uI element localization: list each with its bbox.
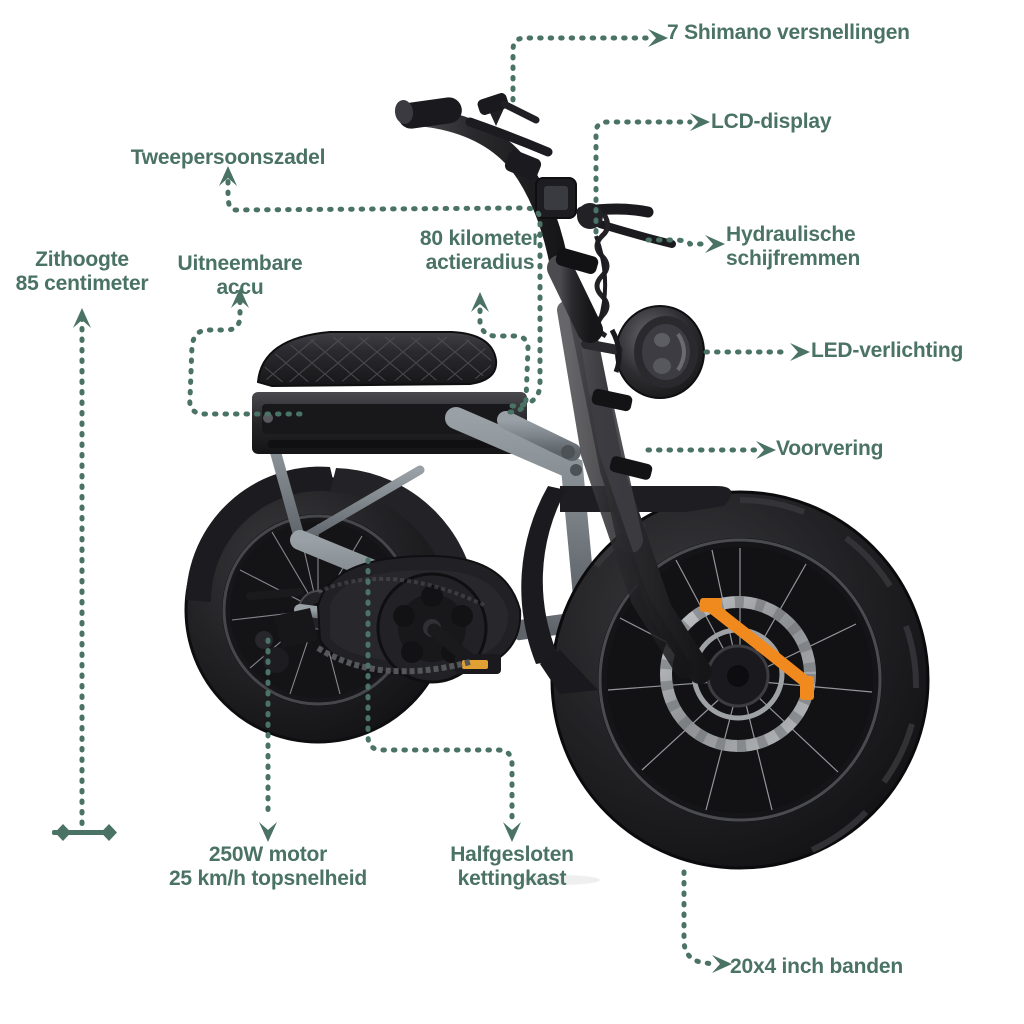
callout-label-seatheight: Zithoogte 85 centimeter [15,248,149,295]
callout-label-saddle: Tweepersoonszadel [130,146,326,169]
head-tube [547,247,603,343]
callout-label-range: 80 kilometer actieradius [419,227,541,274]
callout-label-battery: Uitneembare accu [177,252,303,299]
grip [398,97,462,129]
callout-label-chaincase: Halfgesloten kettingkast [450,843,574,890]
callout-label-gears: 7 Shimano versnellingen [667,21,910,44]
callout-label-lcd: LCD-display [711,110,832,133]
front-fender [560,486,732,512]
callout-label-fork: Voorvering [776,437,884,460]
orange-reflector [704,600,812,688]
saddle [256,331,498,388]
callout-label-tires: 20x4 inch banden [730,955,904,978]
front-suspension-fork [557,301,712,684]
led-headlight [581,305,705,399]
front-wheel [550,490,930,870]
callout-label-brakes: Hydraulische schijfremmen [726,223,861,270]
callout-label-motor: 250W motor 25 km/h topsnelheid [168,843,368,890]
shimano-shifter [477,93,540,124]
lcd-display [535,177,577,219]
rear-fender [186,466,336,602]
rear-hub-motor [246,588,318,673]
callout-label-led: LED-verlichting [811,339,964,362]
